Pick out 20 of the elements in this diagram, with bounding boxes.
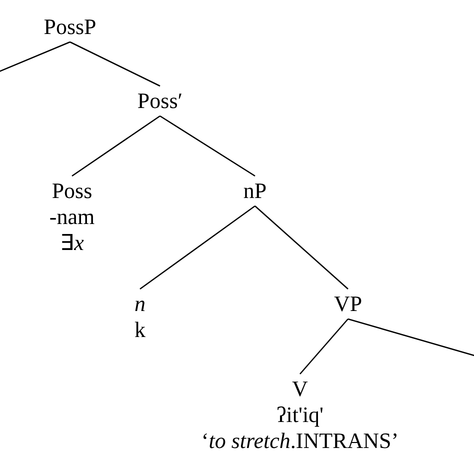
morpheme-text: ʔit'iq' — [276, 402, 324, 428]
morpheme-text: k — [134, 317, 146, 343]
tree-branch — [72, 115, 160, 177]
node-label: n — [134, 291, 146, 317]
morpheme-text: -nam — [49, 204, 95, 230]
tree-branch — [160, 115, 256, 177]
node-label: nP — [243, 178, 267, 204]
node-label: PossP — [44, 14, 96, 40]
tree-branch — [0, 41, 70, 73]
tree-branch — [70, 41, 160, 87]
gloss-text: ‘to stretch.INTRANS’ — [201, 428, 399, 454]
tree-branch — [300, 318, 348, 374]
node-label: Poss — [52, 178, 92, 204]
node-label: Poss′ — [137, 88, 183, 114]
gloss-text: ∃x — [60, 230, 84, 256]
tree-branch — [140, 205, 256, 290]
node-label: V — [292, 376, 308, 402]
tree-branch — [254, 206, 348, 290]
node-label: VP — [334, 291, 362, 317]
tree-branch — [348, 318, 474, 357]
